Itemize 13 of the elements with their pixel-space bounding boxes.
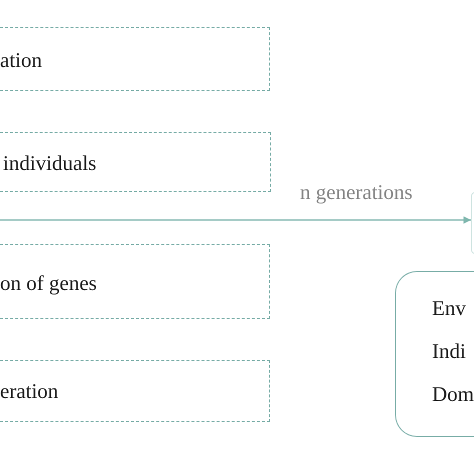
dashed-box xyxy=(0,360,270,422)
box-text: ation xyxy=(0,48,42,72)
arrow xyxy=(0,216,471,224)
box-text: Indi xyxy=(432,339,466,363)
rounded-box xyxy=(395,271,474,437)
box-text: individuals xyxy=(3,151,96,175)
box-text: on of genes xyxy=(0,271,97,295)
box-text: Dom xyxy=(432,382,474,406)
dashed-box xyxy=(0,27,270,91)
dashed-box xyxy=(0,244,270,319)
box-text: Env xyxy=(432,296,466,320)
dashed-box xyxy=(0,132,271,192)
box-text: eration xyxy=(0,379,58,403)
